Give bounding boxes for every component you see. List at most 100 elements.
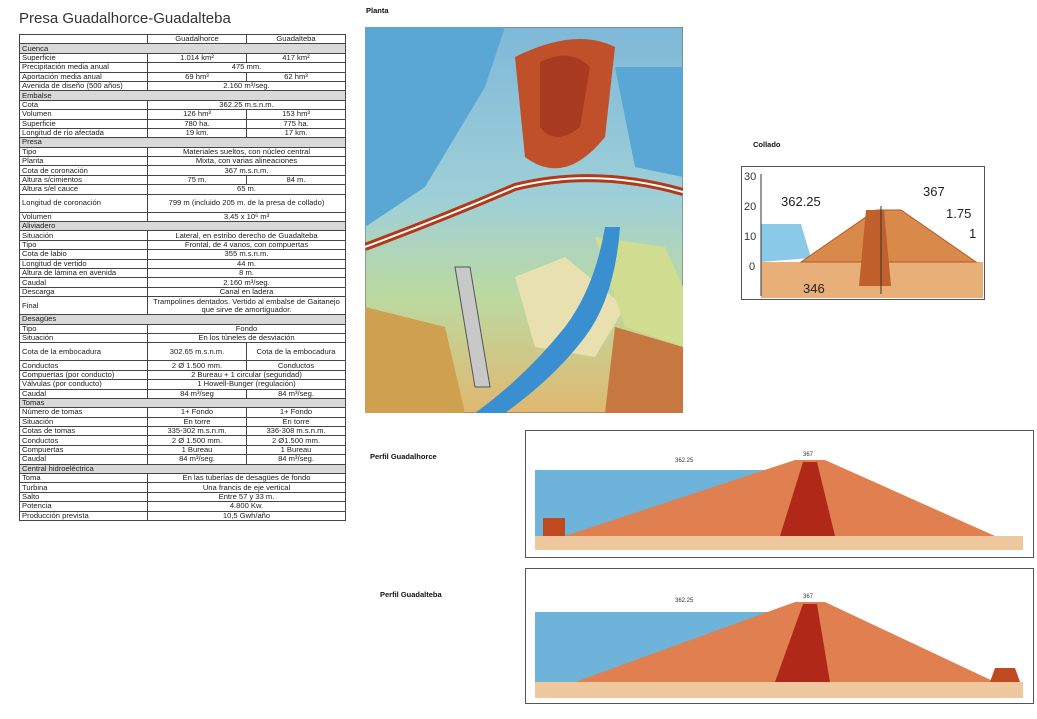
row-value-guadalteba: 62 hm³ xyxy=(246,71,346,82)
row-label: Longitud de vertido xyxy=(19,258,148,270)
collado-tick-20: 20 xyxy=(744,201,756,213)
row-label: Descarga xyxy=(19,286,148,298)
row-value: Fondo xyxy=(147,323,346,334)
row-value-guadalteba: 84 m. xyxy=(246,174,346,186)
perfil2-crest: 367 xyxy=(803,594,814,600)
row-label: Número de tomas xyxy=(19,407,148,418)
row-value: 2 Bureau + 1 circular (seguridad) xyxy=(147,369,346,381)
row-value: 4.800 Kw. xyxy=(147,501,346,512)
row-value-guadalteba: 775 ha. xyxy=(246,118,346,129)
row-label: Cota xyxy=(19,99,148,111)
row-label: Volumen xyxy=(19,109,148,120)
row-value: 1 Howell-Bunger (regulación) xyxy=(147,379,346,390)
row-value-guadalteba: 84 m³/seg. xyxy=(246,388,346,399)
row-label: Situación xyxy=(19,416,148,428)
row-value-guadalhorce: 2 Ø 1.500 mm. xyxy=(147,435,247,446)
row-label: Situación xyxy=(19,230,148,241)
row-label: Avenida de diseño (500 años) xyxy=(19,80,148,92)
collado-label: Collado xyxy=(753,140,781,149)
row-value-guadalhorce: 302.65 m.s.n.m. xyxy=(147,342,247,362)
row-label: Salto xyxy=(19,491,148,503)
row-value-guadalteba: Cota de la embocadura xyxy=(246,342,346,362)
row-label: Potencia xyxy=(19,501,148,512)
section-row: Desagües xyxy=(19,314,346,325)
row-value: 367 m.s.n.m. xyxy=(147,165,346,176)
collado-water-level: 362.25 xyxy=(781,194,821,209)
planta-map xyxy=(365,27,683,413)
row-label: Final xyxy=(19,296,148,316)
planta-label: Planta xyxy=(366,6,389,15)
collado-slope-a: 1.75 xyxy=(946,206,971,221)
section-title: Embalse xyxy=(19,90,346,101)
row-value-guadalhorce: En torre xyxy=(147,416,247,428)
row-value-guadalteba: Conductos xyxy=(246,360,346,371)
row-label: Compuertas (por conducto) xyxy=(19,369,148,381)
section-title: Central hidroeléctrica xyxy=(19,463,346,475)
section-title: Desagües xyxy=(19,314,346,325)
row-label: Altura s/el cauce xyxy=(19,184,148,195)
perfil1-crest: 367 xyxy=(803,452,814,458)
row-value: 8 m. xyxy=(147,267,346,279)
collado-tick-0: 0 xyxy=(749,261,755,273)
row-value: 355 m.s.n.m. xyxy=(147,249,346,260)
collado-tick-30: 30 xyxy=(744,171,756,183)
row-label: Conductos xyxy=(19,435,148,446)
column-header xyxy=(19,33,148,45)
row-value-guadalhorce: 335-302 m.s.n.m. xyxy=(147,426,247,437)
row-value-guadalteba: 417 km² xyxy=(246,52,346,64)
table-row: Compuertas (por conducto)2 Bureau + 1 ci… xyxy=(19,369,346,381)
row-label: Precipitación media anual xyxy=(19,62,148,73)
row-value: Trampolines dentados. Vertido al embalse… xyxy=(147,296,346,316)
collado-tick-10: 10 xyxy=(744,231,756,243)
row-value: 3,45 x 10⁶ m³ xyxy=(147,211,346,223)
section-row: Aliviadero xyxy=(19,221,346,232)
table-row: Válvulas (por conducto)1 Howell-Bunger (… xyxy=(19,379,346,390)
row-value-guadalteba: 1 Bureau xyxy=(246,444,346,456)
row-label: Tipo xyxy=(19,239,148,251)
section-row: Presa xyxy=(19,137,346,148)
row-value-guadalhorce: 1 Bureau xyxy=(147,444,247,456)
row-value-guadalhorce: 75 m. xyxy=(147,174,247,186)
row-label: Cota de labio xyxy=(19,249,148,260)
row-value-guadalhorce: 1+ Fondo xyxy=(147,407,247,418)
perfil-guadalteba-label: Perfil Guadalteba xyxy=(380,590,442,599)
collado-crest: 367 xyxy=(923,184,945,199)
row-value-guadalhorce: 69 hm³ xyxy=(147,71,247,82)
row-value: Frontal, de 4 vanos, con compuertas xyxy=(147,239,346,251)
row-label: Altura s/cimientos xyxy=(19,174,148,186)
row-label: Conductos xyxy=(19,360,148,371)
section-row: Cuenca xyxy=(19,43,346,54)
row-value-guadalhorce: 19 km. xyxy=(147,127,247,139)
row-value-guadalhorce: 84 m³/seg xyxy=(147,388,247,399)
row-label: Caudal xyxy=(19,277,148,288)
page-title: Presa Guadalhorce-Guadalteba xyxy=(19,10,231,27)
row-label: Cota de la embocadura xyxy=(19,342,148,362)
row-label: Caudal xyxy=(19,454,148,465)
row-value-guadalteba: 336-308 m.s.n.m. xyxy=(246,426,346,437)
row-value: Lateral, en estribo derecho de Guadalteb… xyxy=(147,230,346,241)
row-label: Producción prevista xyxy=(19,510,148,521)
